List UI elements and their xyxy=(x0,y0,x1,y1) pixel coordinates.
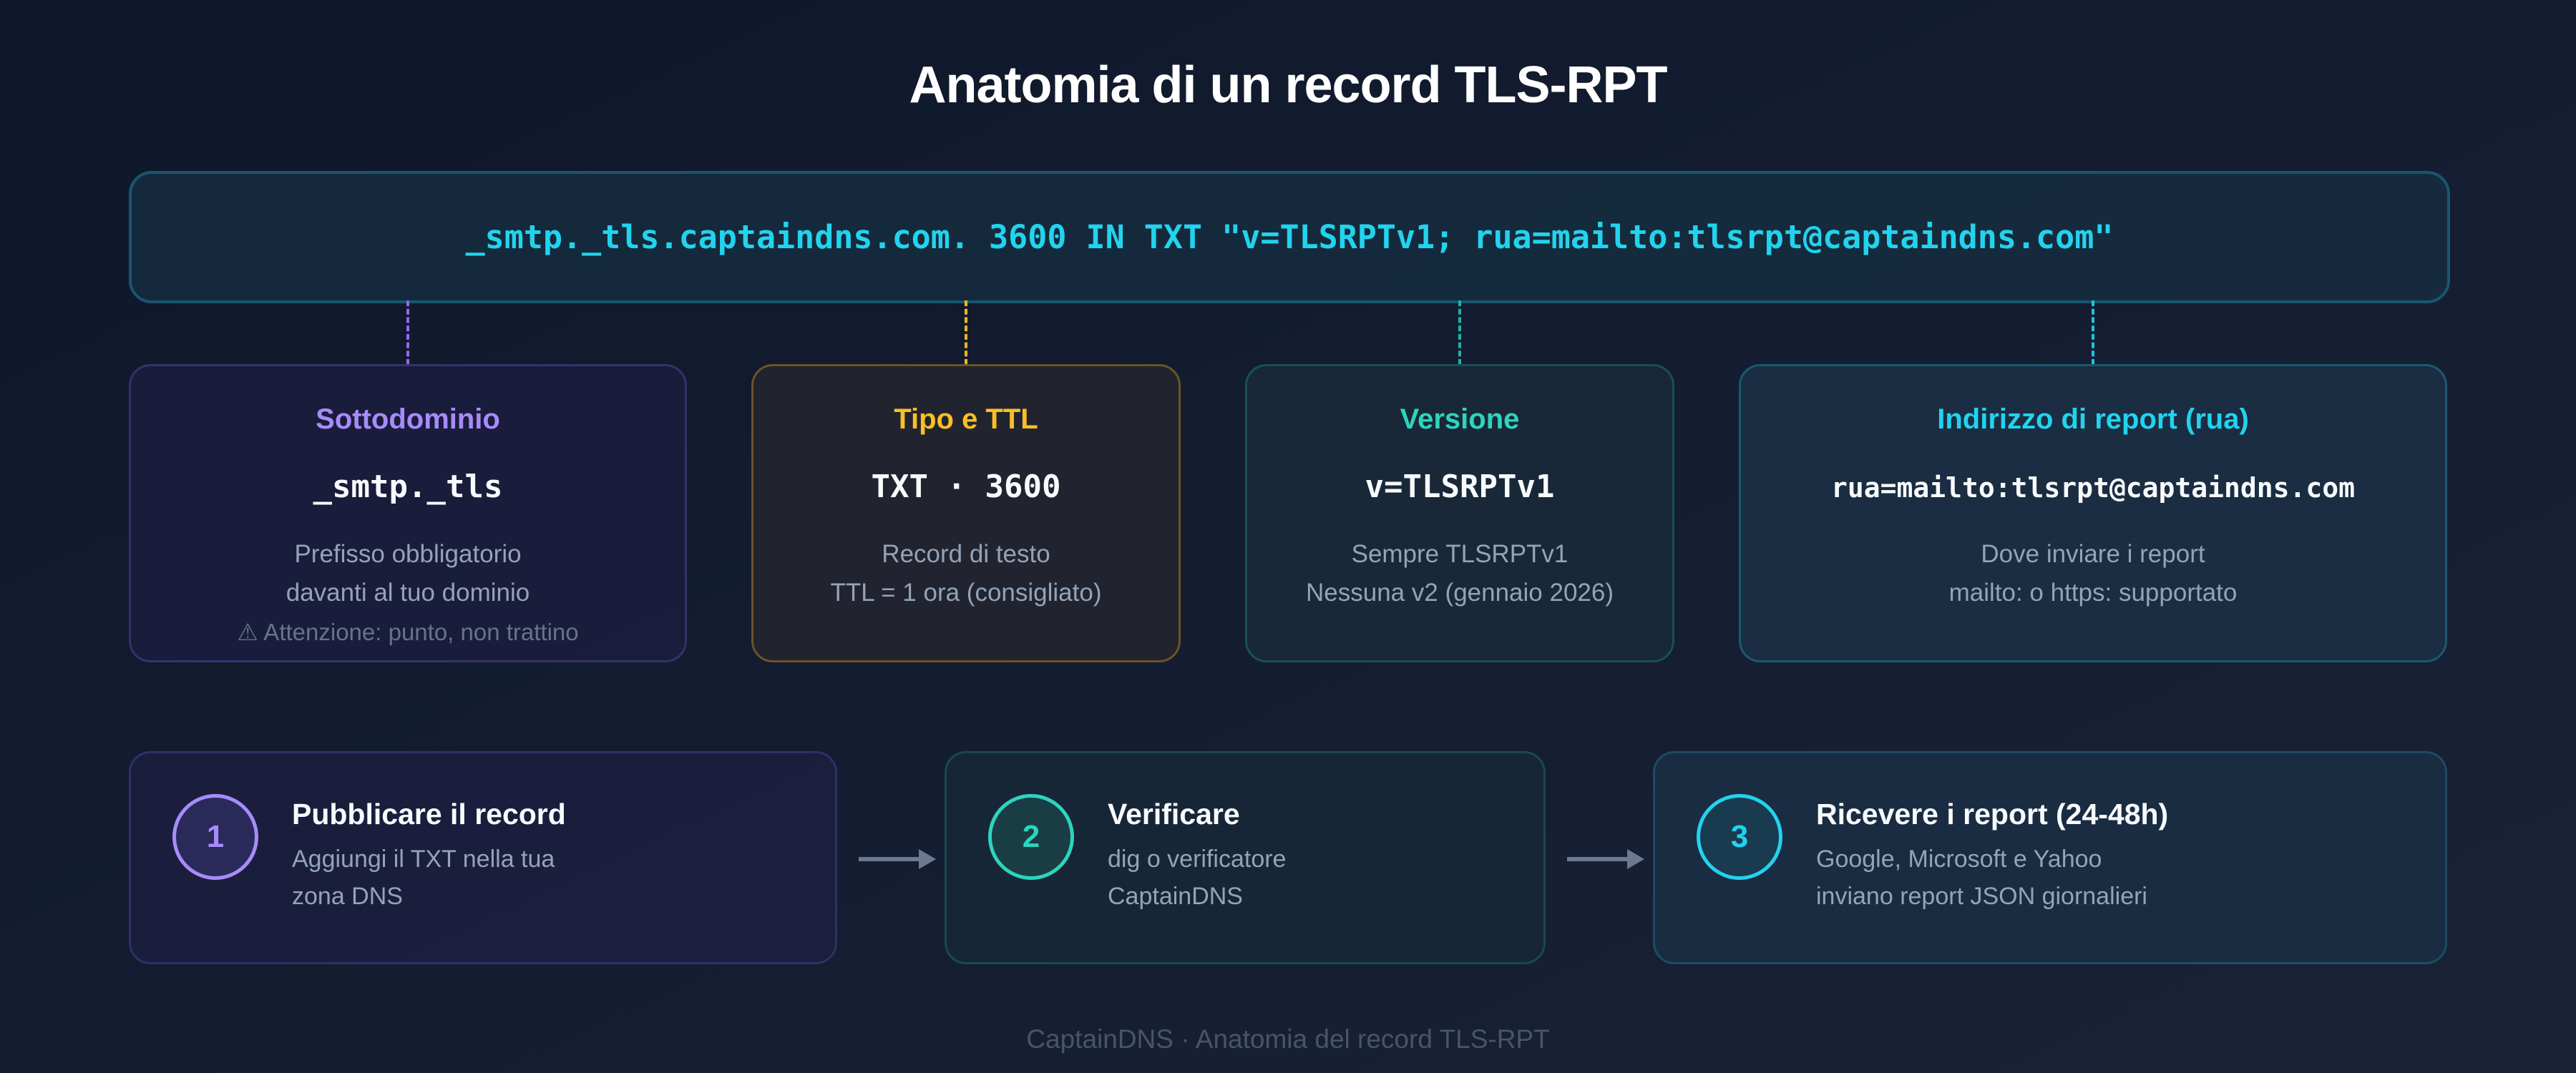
connector-rua xyxy=(2092,300,2094,365)
step-desc-line: Google, Microsoft e Yahoo xyxy=(1816,846,2102,873)
connector-version xyxy=(1458,300,1461,365)
card-desc-line: TTL = 1 ora (consigliato) xyxy=(830,579,1102,607)
step-desc-line: CaptainDNS xyxy=(1108,883,1243,910)
card-value: TXT · 3600 xyxy=(871,469,1061,505)
card-subdomain: Sottodominio _smtp._tls Prefisso obbliga… xyxy=(129,364,687,662)
card-desc-line: Nessuna v2 (gennaio 2026) xyxy=(1305,579,1614,607)
card-desc-line: Sempre TLSRPTv1 xyxy=(1351,540,1568,568)
card-desc: Dove inviare i report mailto: o https: s… xyxy=(1741,535,2445,612)
connector-subdomain xyxy=(406,300,409,365)
card-label: Indirizzo di report (rua) xyxy=(1937,403,2249,435)
step-receive: 3 Ricevere i report (24-48h) Google, Mic… xyxy=(1653,751,2447,964)
card-desc-line: Dove inviare i report xyxy=(1981,540,2205,568)
step-publish: 1 Pubblicare il record Aggiungi il TXT n… xyxy=(129,751,837,964)
step-verify: 2 Verificare dig o verificatore CaptainD… xyxy=(945,751,1546,964)
warning-note: ⚠ Attenzione: punto, non trattino xyxy=(237,619,579,645)
step-desc-line: dig o verificatore xyxy=(1108,846,1287,873)
card-value: v=TLSRPTv1 xyxy=(1365,469,1555,505)
connector-type-ttl xyxy=(965,300,967,365)
card-desc-line: Prefisso obbligatorio xyxy=(294,540,522,568)
step-title: Pubblicare il record xyxy=(292,798,566,831)
card-value: rua=mailto:tlsrpt@captaindns.com xyxy=(1830,472,2356,504)
arrow-right-icon xyxy=(859,849,936,869)
step-number-badge: 1 xyxy=(172,794,258,880)
card-type-ttl: Tipo e TTL TXT · 3600 Record di testo TT… xyxy=(751,364,1181,662)
arrow-right-icon xyxy=(1567,849,1644,869)
step-desc: dig o verificatore CaptainDNS xyxy=(1108,841,1286,915)
card-label: Versione xyxy=(1400,403,1520,435)
record-box: _smtp._tls.captaindns.com. 3600 IN TXT "… xyxy=(129,171,2450,303)
step-desc-line: inviano report JSON giornalieri xyxy=(1816,883,2147,910)
page-title: Anatomia di un record TLS-RPT xyxy=(909,57,1667,114)
card-desc-line: Record di testo xyxy=(882,540,1050,568)
card-value: _smtp._tls xyxy=(313,469,503,505)
step-desc-line: zona DNS xyxy=(292,883,403,910)
step-desc: Aggiungi il TXT nella tua zona DNS xyxy=(292,841,555,915)
record-text: _smtp._tls.captaindns.com. 3600 IN TXT "… xyxy=(465,218,2114,256)
card-rua: Indirizzo di report (rua) rua=mailto:tls… xyxy=(1739,364,2447,662)
card-desc: Sempre TLSRPTv1 Nessuna v2 (gennaio 2026… xyxy=(1247,535,1672,612)
step-title: Verificare xyxy=(1108,798,1240,831)
step-desc: Google, Microsoft e Yahoo inviano report… xyxy=(1816,841,2147,915)
card-desc-line: mailto: o https: supportato xyxy=(1948,579,2238,607)
card-label: Tipo e TTL xyxy=(894,403,1038,435)
footer-caption: CaptainDNS · Anatomia del record TLS-RPT xyxy=(1026,1024,1550,1054)
step-title: Ricevere i report (24-48h) xyxy=(1816,798,2169,831)
step-number-badge: 3 xyxy=(1697,794,1782,880)
step-desc-line: Aggiungi il TXT nella tua xyxy=(292,846,555,873)
step-number-badge: 2 xyxy=(988,794,1074,880)
card-desc-line: davanti al tuo dominio xyxy=(286,579,530,607)
card-desc: Prefisso obbligatorio davanti al tuo dom… xyxy=(131,535,685,612)
card-label: Sottodominio xyxy=(316,403,500,435)
card-version: Versione v=TLSRPTv1 Sempre TLSRPTv1 Ness… xyxy=(1245,364,1674,662)
card-desc: Record di testo TTL = 1 ora (consigliato… xyxy=(753,535,1179,612)
